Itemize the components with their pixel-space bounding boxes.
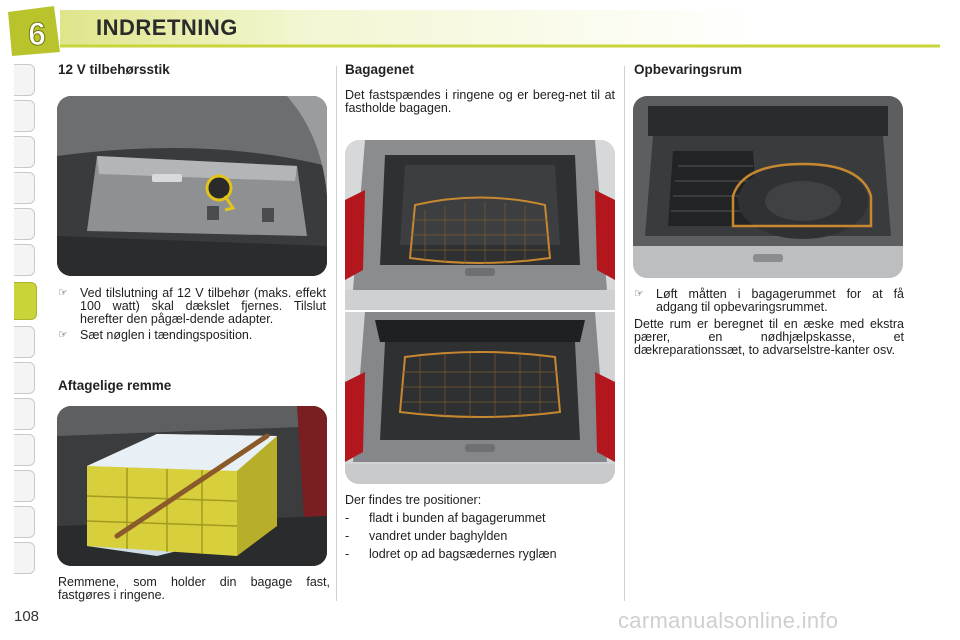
list-item: - vandret under baghylden	[345, 530, 615, 543]
pointing-hand-icon: ☞	[58, 329, 68, 341]
pointing-hand-icon: ☞	[634, 288, 644, 300]
chapter-number-badge: 6	[14, 10, 60, 56]
bullet-item: ☞ Ved tilslutning af 12 V tilbehør (maks…	[58, 287, 326, 326]
bullet-text: Sæt nøglen i tændingsposition.	[80, 328, 253, 342]
watermark: carmanualsonline.info	[618, 608, 839, 633]
bullet-item: ☞ Løft måtten i bagagerummet for at få a…	[634, 288, 904, 314]
chapter-tab[interactable]	[14, 542, 35, 574]
chapter-tab[interactable]	[14, 172, 35, 204]
chapter-tab-active[interactable]	[14, 282, 37, 320]
list-item-text: vandret under baghylden	[369, 529, 508, 543]
chapter-tab[interactable]	[14, 64, 35, 96]
chapter-tab[interactable]	[14, 434, 35, 466]
chapter-tab[interactable]	[14, 398, 35, 430]
dash-marker: -	[345, 529, 350, 543]
section-heading-storage: Opbevaringsrum	[634, 62, 743, 77]
bullet-text: Ved tilslutning af 12 V tilbehør (maks. …	[80, 286, 326, 326]
dash-marker: -	[345, 511, 350, 525]
section-heading-luggage-net: Bagagenet	[345, 62, 415, 77]
dash-marker: -	[345, 547, 350, 561]
list-item-text: fladt i bunden af bagagerummet	[369, 511, 546, 525]
section-heading-12v-socket: 12 V tilbehørsstik	[58, 62, 170, 77]
chapter-tab[interactable]	[14, 362, 35, 394]
photo-storage	[633, 96, 903, 278]
positions-intro: Der findes tre positioner:	[345, 493, 482, 507]
column-divider	[624, 66, 625, 601]
pointing-hand-icon: ☞	[58, 287, 68, 299]
chapter-tab[interactable]	[14, 506, 35, 538]
chapter-tab[interactable]	[14, 208, 35, 240]
bullet-item: ☞ Sæt nøglen i tændingsposition.	[58, 329, 326, 342]
photo-net-floor	[345, 140, 615, 310]
chapter-tab[interactable]	[14, 244, 35, 276]
bullet-text: Løft måtten i bagagerummet for at få adg…	[656, 287, 904, 314]
luggage-net-intro: Det fastspændes i ringene og er bereg-ne…	[345, 88, 615, 115]
photo-removable-straps	[57, 406, 327, 566]
storage-instructions: ☞ Løft måtten i bagagerummet for at få a…	[634, 288, 904, 314]
list-item: - fladt i bunden af bagagerummet	[345, 512, 615, 525]
chapter-tabs	[0, 64, 38, 574]
header-decoration	[8, 6, 940, 56]
straps-text: Remmene, som holder din bagage fast, fas…	[58, 575, 330, 602]
chapter-header	[0, 0, 960, 58]
socket-instructions: ☞ Ved tilslutning af 12 V tilbehør (maks…	[58, 287, 326, 342]
photo-12v-socket	[57, 96, 327, 276]
chapter-number: 6	[28, 16, 46, 52]
storage-text: Dette rum er beregnet til en æske med ek…	[634, 317, 904, 357]
chapter-tab[interactable]	[14, 470, 35, 502]
chapter-tab[interactable]	[14, 100, 35, 132]
list-item: - lodret op ad bagsædernes ryglæn	[345, 548, 615, 561]
positions-list: - fladt i bunden af bagagerummet - vandret…	[345, 512, 615, 566]
photo-net-under-shelf	[345, 312, 615, 484]
page-number: 108	[14, 608, 40, 625]
chapter-title: INDRETNING	[96, 15, 238, 40]
list-item-text: lodret op ad bagsædernes ryglæn	[369, 547, 557, 561]
column-divider	[336, 66, 337, 601]
chapter-tab[interactable]	[14, 136, 35, 168]
chapter-tab[interactable]	[14, 326, 35, 358]
section-heading-removable-straps: Aftagelige remme	[58, 378, 172, 393]
